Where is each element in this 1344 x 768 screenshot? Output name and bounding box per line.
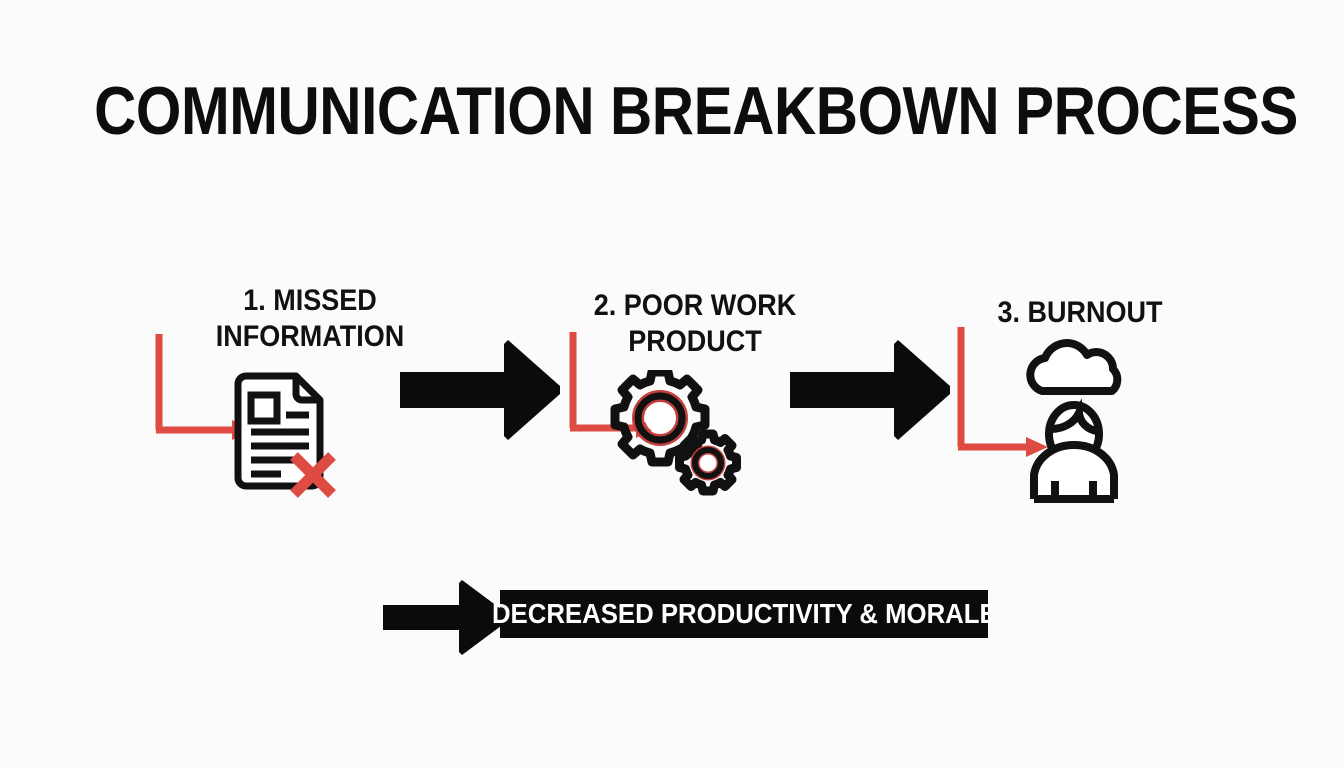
flow-arrow-step1-to-step2 — [400, 340, 560, 440]
step-1-label: 1. MISSED INFORMATION — [215, 284, 405, 353]
step-3-label: 3. BURNOUT — [997, 296, 1163, 329]
document-with-x-icon — [234, 372, 336, 498]
step-1-missed-information: 1. MISSED INFORMATION — [150, 275, 410, 515]
page-title: COMMUNICATION BREAKBOWN PROCESS — [94, 73, 1298, 149]
flow-arrow-step2-to-step3 — [790, 340, 950, 440]
outcome-arrow — [383, 580, 509, 655]
step-3-burnout: 3. BURNOUT — [940, 295, 1200, 525]
outcome-banner-text: DECREASED PRODUCTIVITY & MORALE — [491, 598, 997, 629]
person-under-cloud-icon — [1026, 339, 1122, 503]
outcome-banner: DECREASED PRODUCTIVITY & MORALE — [492, 590, 996, 638]
red-elbow-connector-3 — [957, 327, 1048, 457]
step-2-label: 2. POOR WORK PRODUCT — [593, 289, 797, 358]
gears-icon — [610, 370, 741, 496]
step-2-poor-work-product: 2. POOR WORK PRODUCT — [540, 282, 810, 522]
